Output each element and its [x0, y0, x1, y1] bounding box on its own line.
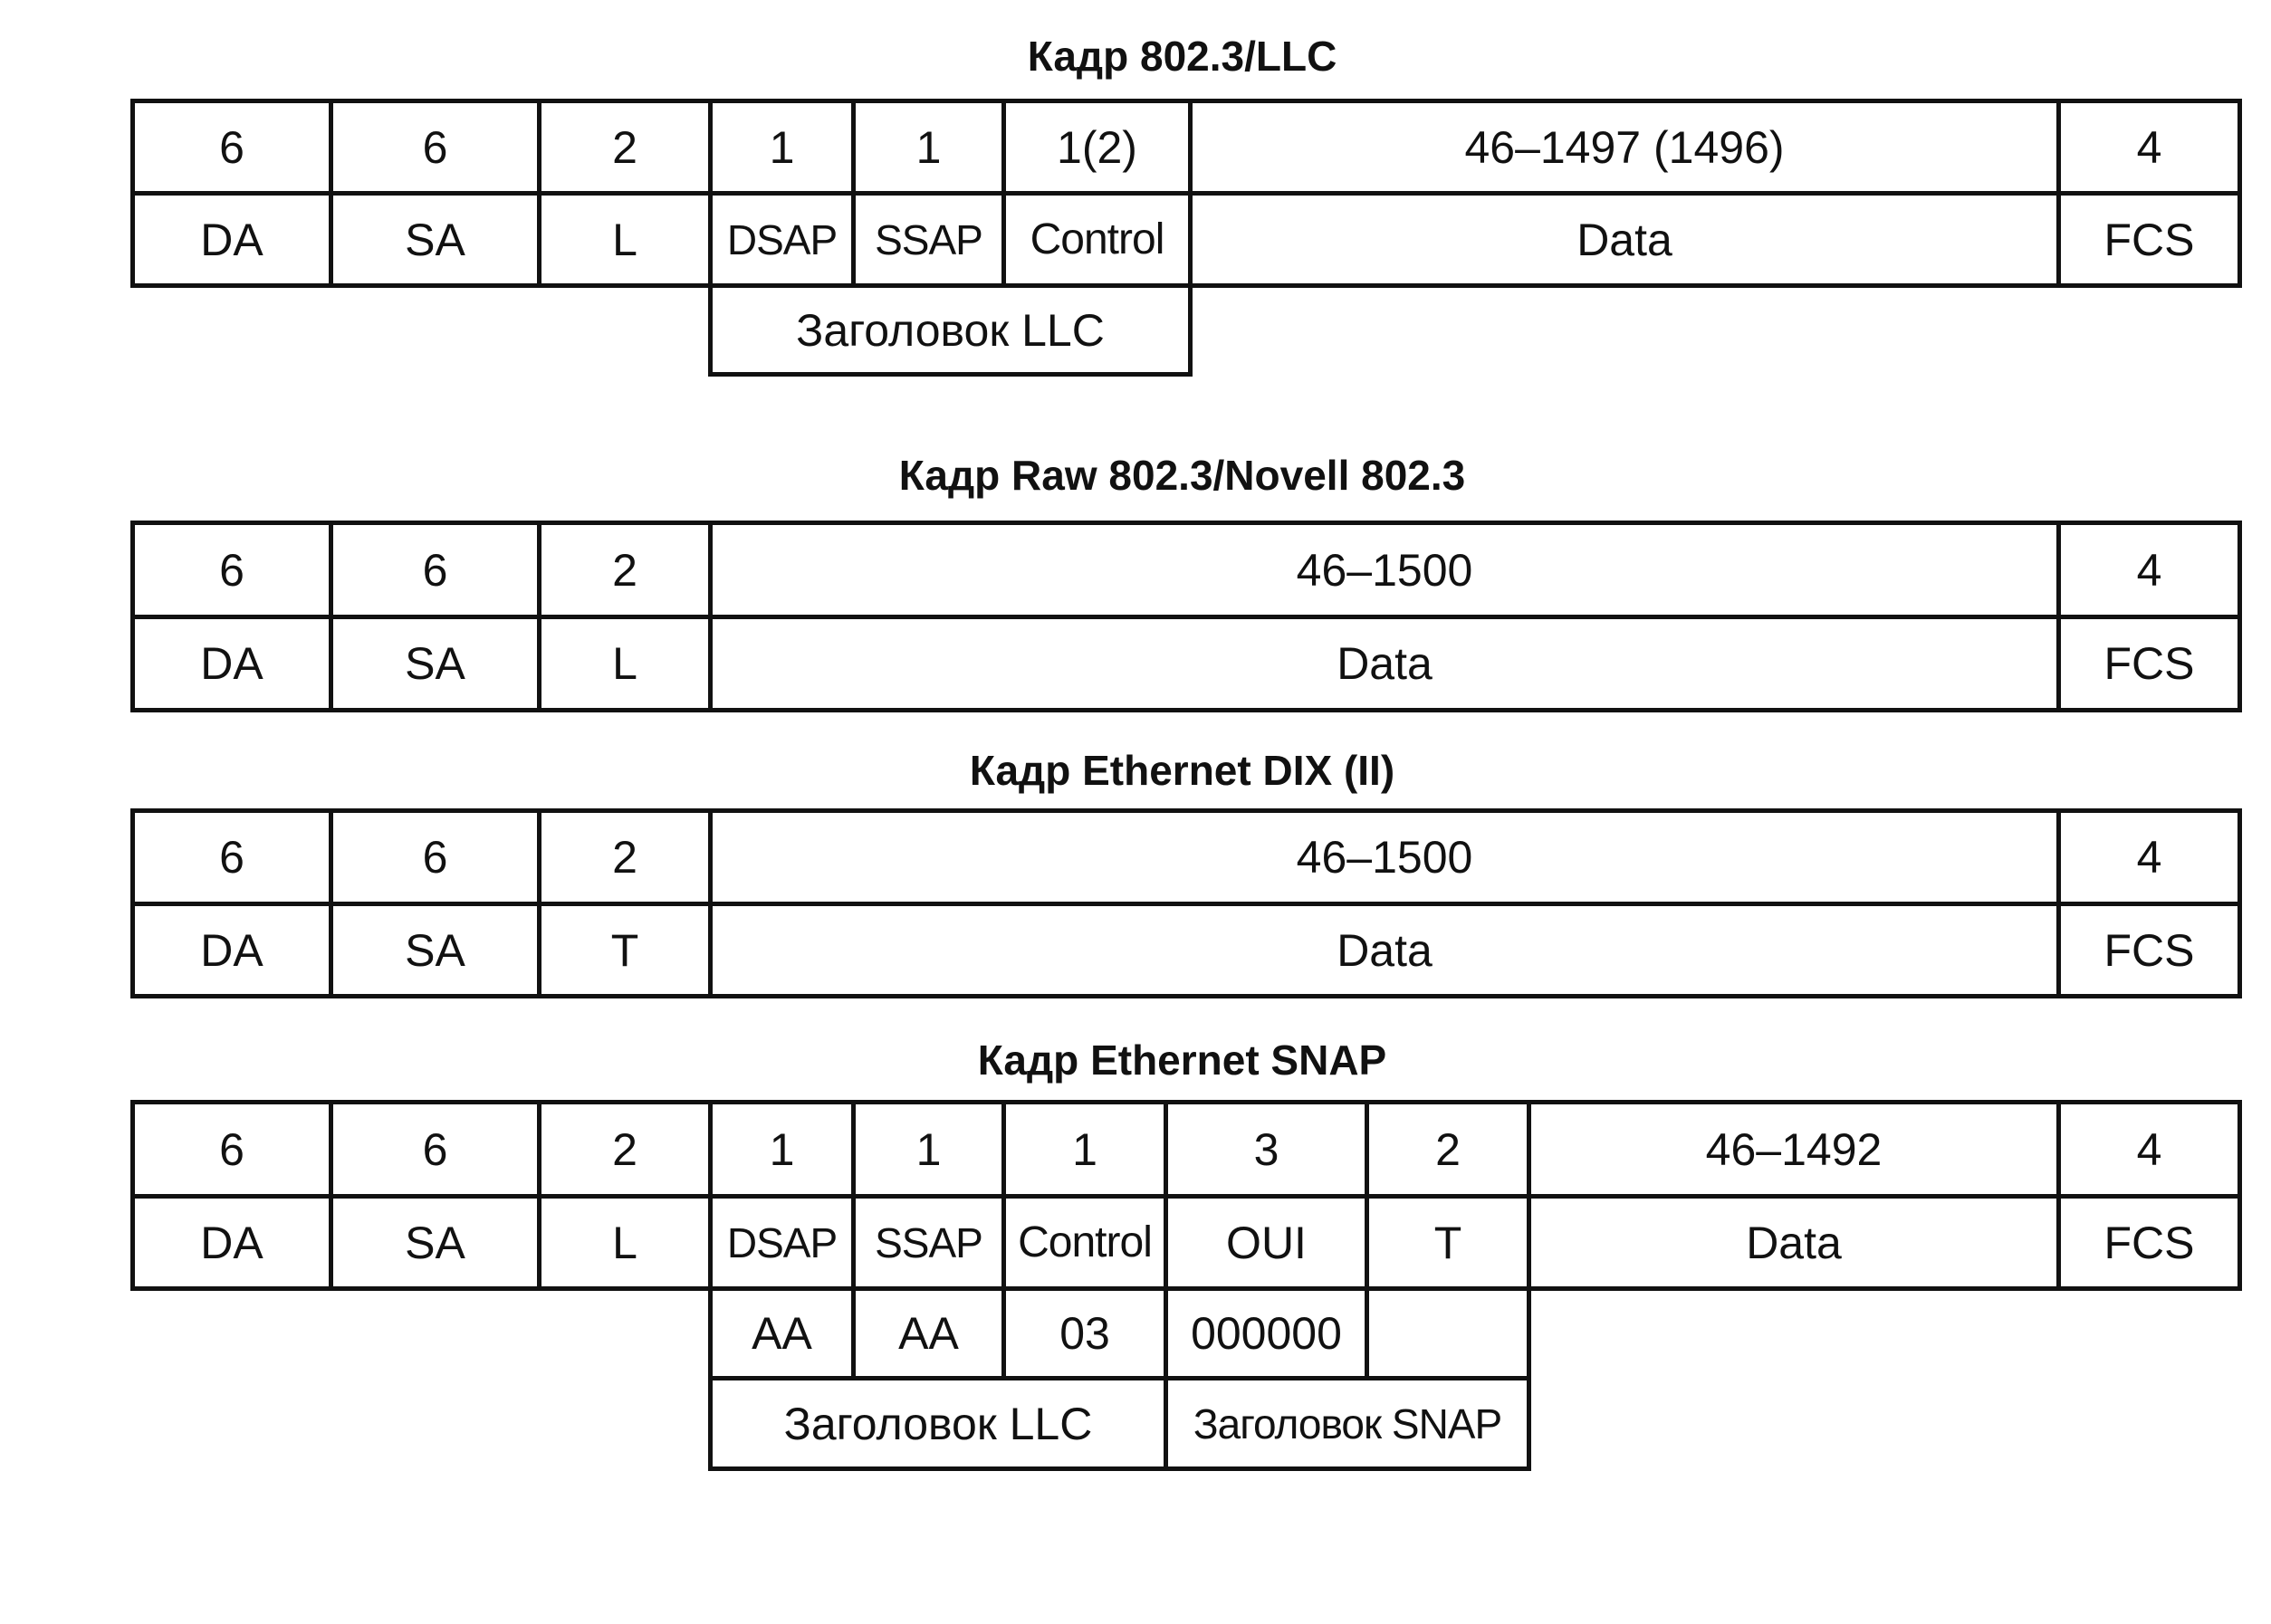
field-size-llc-5: 1(2) [1001, 99, 1193, 196]
header-label-snap-1-3: Заголовок LLC [708, 1376, 1168, 1471]
field-size-dix-0: 6 [130, 808, 333, 906]
field-name-llc-2: L [537, 191, 713, 288]
field-size-snap-3: 1 [708, 1100, 856, 1199]
field-size-snap-4: 1 [851, 1100, 1006, 1199]
field-name-raw-4: FCS [2056, 615, 2242, 712]
field-name-llc-1: SA [329, 191, 541, 288]
field-size-raw-0: 6 [130, 521, 333, 619]
field-size-llc-3: 1 [708, 99, 856, 196]
field-size-snap-5: 1 [1001, 1100, 1168, 1199]
field-name-llc-7: FCS [2056, 191, 2242, 288]
field-name-llc-0: DA [130, 191, 333, 288]
field-value-snap-0-6: 000000 [1164, 1286, 1369, 1380]
field-name-raw-1: SA [329, 615, 541, 712]
field-name-dix-2: T [537, 902, 713, 998]
field-value-snap-0-3: AA [708, 1286, 856, 1380]
header-label-snap-1-6: Заголовок SNAP [1164, 1376, 1531, 1471]
field-value-snap-0-4: AA [851, 1286, 1006, 1380]
field-name-snap-6: OUI [1164, 1194, 1369, 1291]
field-size-raw-3: 46–1500 [708, 521, 2061, 619]
field-name-snap-9: FCS [2056, 1194, 2242, 1291]
field-name-llc-3: DSAP [708, 191, 856, 288]
field-name-snap-2: L [537, 1194, 713, 1291]
field-size-snap-6: 3 [1164, 1100, 1369, 1199]
field-name-llc-5: Control [1001, 191, 1193, 288]
field-size-raw-1: 6 [329, 521, 541, 619]
field-size-snap-2: 2 [537, 1100, 713, 1199]
field-name-snap-7: T [1365, 1194, 1531, 1291]
field-size-llc-6: 46–1497 (1496) [1188, 99, 2061, 196]
field-name-dix-1: SA [329, 902, 541, 998]
field-size-llc-7: 4 [2056, 99, 2242, 196]
frame-title-llc: Кадр 802.3/LLC [1027, 33, 1337, 80]
field-name-dix-4: FCS [2056, 902, 2242, 998]
field-size-llc-0: 6 [130, 99, 333, 196]
field-name-snap-1: SA [329, 1194, 541, 1291]
field-size-raw-2: 2 [537, 521, 713, 619]
frame-title-dix: Кадр Ethernet DIX (II) [969, 747, 1395, 794]
field-size-snap-7: 2 [1365, 1100, 1531, 1199]
field-size-llc-1: 6 [329, 99, 541, 196]
field-name-raw-2: L [537, 615, 713, 712]
field-size-dix-3: 46–1500 [708, 808, 2061, 906]
field-size-dix-1: 6 [329, 808, 541, 906]
field-name-snap-5: Control [1001, 1194, 1168, 1291]
frame-title-snap: Кадр Ethernet SNAP [977, 1036, 1387, 1084]
field-name-llc-4: SSAP [851, 191, 1006, 288]
field-size-snap-0: 6 [130, 1100, 333, 1199]
frame-title-raw: Кадр Raw 802.3/Novell 802.3 [898, 452, 1466, 499]
field-name-llc-6: Data [1188, 191, 2061, 288]
field-size-snap-1: 6 [329, 1100, 541, 1199]
field-size-raw-4: 4 [2056, 521, 2242, 619]
field-name-snap-0: DA [130, 1194, 333, 1291]
field-size-snap-8: 46–1492 [1527, 1100, 2061, 1199]
field-size-snap-9: 4 [2056, 1100, 2242, 1199]
field-name-snap-8: Data [1527, 1194, 2061, 1291]
field-name-dix-0: DA [130, 902, 333, 998]
field-value-snap-0-5: 03 [1001, 1286, 1168, 1380]
field-size-dix-4: 4 [2056, 808, 2242, 906]
header-label-llc-0-3: Заголовок LLC [708, 283, 1193, 377]
field-name-snap-3: DSAP [708, 1194, 856, 1291]
field-size-llc-2: 2 [537, 99, 713, 196]
field-name-dix-3: Data [708, 902, 2061, 998]
field-size-dix-2: 2 [537, 808, 713, 906]
field-name-raw-3: Data [708, 615, 2061, 712]
field-name-snap-4: SSAP [851, 1194, 1006, 1291]
field-name-raw-0: DA [130, 615, 333, 712]
field-size-llc-4: 1 [851, 99, 1006, 196]
field-value-snap-0-7 [1365, 1286, 1531, 1380]
